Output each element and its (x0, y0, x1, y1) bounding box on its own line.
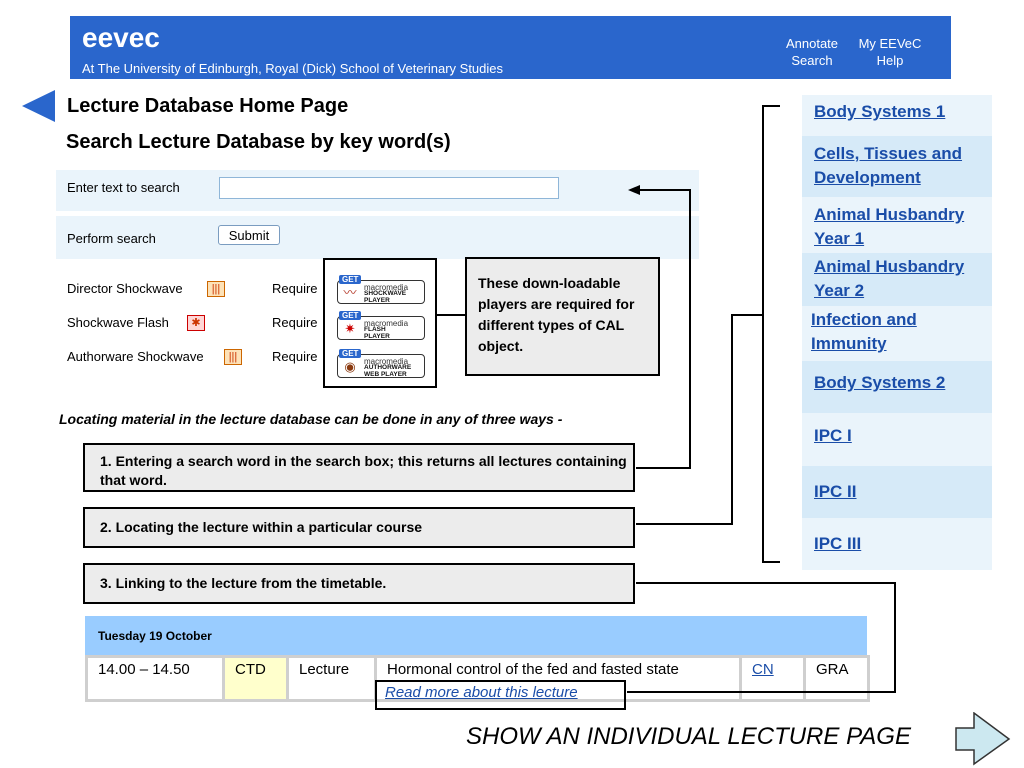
course-animal-husbandry-2[interactable]: Animal Husbandry Year 2 (802, 253, 992, 306)
course-link[interactable]: Animal Husbandry Year 1 (814, 205, 965, 248)
plugin-name-flash: Shockwave Flash (67, 315, 169, 330)
director-icon: ||| (207, 281, 225, 297)
enter-text-label: Enter text to search (67, 180, 180, 195)
course-ipc-2[interactable]: IPC II (802, 466, 992, 518)
authorware-logo-icon: ◉ (344, 359, 356, 374)
authorware-icon: ||| (224, 349, 242, 365)
course-body-systems-2[interactable]: Body Systems 2 (802, 361, 992, 413)
read-more-highlight-box (375, 680, 626, 710)
badge-brand: macromedia (364, 283, 409, 292)
cell-title: Hormonal control of the fed and fasted s… (374, 655, 742, 702)
plugin-name-director: Director Shockwave (67, 281, 183, 296)
plugin-name-authorware: Authorware Shockwave (67, 349, 204, 364)
course-body-systems-1[interactable]: Body Systems 1 (802, 95, 992, 135)
course-link[interactable]: IPC II (814, 482, 857, 501)
annotate-link[interactable]: Annotate (785, 36, 839, 51)
perform-search-label: Perform search (67, 231, 156, 246)
plugin-require-director: Require (272, 281, 318, 296)
course-link[interactable]: Cells, Tissues and Development (814, 144, 963, 187)
header-link-group-right: My EEVeC Help (852, 35, 928, 69)
lecturer-link[interactable]: CN (752, 661, 774, 678)
timetable-date-header: Tuesday 19 October (85, 616, 867, 655)
locating-intro: Locating material in the lecture databas… (59, 411, 563, 427)
get-flash-badge[interactable]: GET ✷ macromedia FLASH PLAYER (337, 311, 425, 340)
step-timetable: 3. Linking to the lecture from the timet… (83, 563, 635, 604)
page-title: Lecture Database Home Page (67, 95, 349, 117)
cell-lecturer: CN (739, 655, 806, 702)
course-link[interactable]: Animal Husbandry Year 2 (814, 257, 965, 300)
flash-logo-icon: ✷ (344, 321, 356, 336)
course-ipc-3[interactable]: IPC III (802, 519, 992, 570)
flash-icon: ✱ (187, 315, 205, 331)
course-panel: Body Systems 1 Cells, Tissues and Develo… (802, 95, 992, 570)
cell-time: 14.00 – 14.50 (85, 655, 225, 702)
course-link[interactable]: IPC I (814, 426, 852, 445)
course-link[interactable]: Body Systems 2 (814, 373, 946, 392)
search-title: Search Lecture Database by key word(s) (66, 131, 451, 153)
site-header: eevec At The University of Edinburgh, Ro… (70, 16, 951, 79)
submit-button[interactable]: Submit (218, 225, 280, 245)
site-logo[interactable]: eevec (82, 22, 160, 53)
cell-room: GRA (803, 655, 870, 702)
badge-get-label: GET (339, 311, 362, 320)
course-link[interactable]: IPC III (814, 534, 862, 553)
badge-get-label: GET (339, 349, 362, 358)
back-arrow-icon[interactable] (22, 89, 56, 123)
show-lecture-page-caption: SHOW AN INDIVIDUAL LECTURE PAGE (466, 723, 911, 750)
help-link[interactable]: Help (876, 53, 904, 68)
perform-search-row (56, 216, 699, 259)
search-link[interactable]: Search (791, 53, 833, 68)
header-link-group-left: Annotate Search (782, 35, 842, 69)
get-authorware-badge[interactable]: GET ◉ macromedia AUTHORWARE WEB PLAYER (337, 349, 425, 378)
course-animal-husbandry-1[interactable]: Animal Husbandry Year 1 (802, 199, 992, 252)
player-badges-box: GET 〰 macromedia SHOCKWAVE PLAYER GET ✷ … (323, 258, 437, 388)
plugin-require-authorware: Require (272, 349, 318, 364)
shockwave-logo-icon: 〰 (343, 285, 357, 300)
course-infection-immunity[interactable]: Infection and Immunity (802, 307, 992, 360)
search-input[interactable] (219, 177, 559, 199)
site-tagline: At The University of Edinburgh, Royal (D… (82, 61, 504, 76)
badge-brand: macromedia (364, 357, 409, 366)
get-shockwave-badge[interactable]: GET 〰 macromedia SHOCKWAVE PLAYER (337, 275, 425, 304)
badge-product: SHOCKWAVE PLAYER (364, 290, 407, 304)
players-callout: These down-loadable players are required… (465, 257, 660, 376)
course-ipc-1[interactable]: IPC I (802, 414, 992, 465)
course-link[interactable]: Body Systems 1 (814, 102, 946, 121)
badge-get-label: GET (339, 275, 362, 284)
plugin-require-flash: Require (272, 315, 318, 330)
cell-code: CTD (222, 655, 289, 702)
next-arrow-icon[interactable] (955, 712, 1011, 766)
my-eevec-link[interactable]: My EEVeC (858, 36, 922, 51)
course-link[interactable]: Infection and Immunity (811, 310, 917, 353)
step-course: 2. Locating the lecture within a particu… (83, 507, 635, 548)
read-more-link[interactable]: Read more about this lecture (385, 684, 578, 701)
badge-brand: macromedia (364, 319, 409, 328)
course-cells-tissues[interactable]: Cells, Tissues and Development (802, 136, 992, 197)
timetable-date: Tuesday 19 October (98, 629, 212, 643)
cell-type: Lecture (286, 655, 377, 702)
step-search-box: 1. Entering a search word in the search … (83, 443, 635, 492)
badge-product: AUTHORWARE WEB PLAYER (364, 364, 412, 378)
badge-product: FLASH PLAYER (364, 326, 390, 340)
